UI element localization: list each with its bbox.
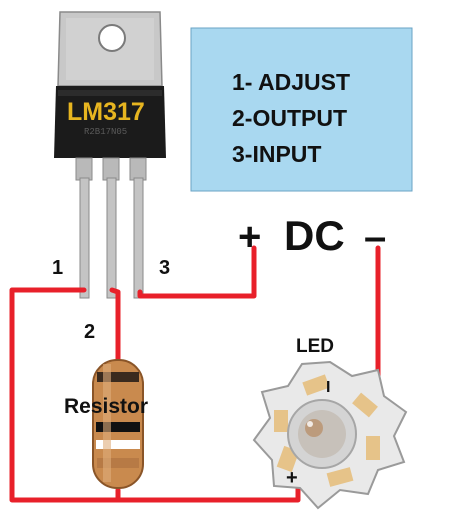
wire-input-to-dc-plus [137,245,257,299]
pin-1-leg [79,177,90,299]
wire-output-to-resistor [109,287,121,368]
led-pad-4 [326,467,354,487]
pin-2-number: 2 [84,321,95,343]
pinout-line-adjust: 1- ADJUST [232,69,350,95]
mounting-hole [98,24,126,52]
dc-plus-sign: + [238,215,261,259]
pin-3-number: 3 [159,257,170,279]
resistor [92,359,144,489]
resistor-label: Resistor [64,395,148,418]
pin-1-number: 1 [52,257,63,279]
led-lens [298,410,346,458]
dc-minus-sign: – [364,215,386,259]
led-plus-mark: + [286,467,298,489]
resistor-band-2 [96,422,140,432]
star-led: LED I + [252,336,408,510]
led-pad-3 [366,436,380,460]
led-pad-2 [352,392,378,418]
resistor-band-4 [97,458,139,468]
regulator-body [54,86,166,158]
led-pad-6 [274,410,288,432]
wire-adjust-to-led-plus [9,287,301,503]
pinout-line-input: 3-INPUT [232,141,321,167]
pin-3-leg [133,177,144,299]
pin-2-leg [106,177,117,299]
regulator-name: LM317 [67,98,145,126]
regulator-code: R2B17N05 [84,127,127,137]
dc-text: DC [284,212,345,259]
wire-dc-minus-to-led [335,245,381,387]
pinout-box: 1- ADJUST 2-OUTPUT 3-INPUT [190,27,413,192]
pinout-box-background [190,27,413,192]
led-label: LED [296,336,334,357]
led-minus-mark: I [326,379,330,396]
pinout-line-output: 2-OUTPUT [232,105,347,131]
lm317-regulator: LM317 R2B17N05 [54,11,166,299]
resistor-band-1 [97,372,139,382]
dc-supply-label: + DC – [238,212,386,259]
resistor-band-3 [96,440,140,449]
led-pad-1 [302,374,330,396]
